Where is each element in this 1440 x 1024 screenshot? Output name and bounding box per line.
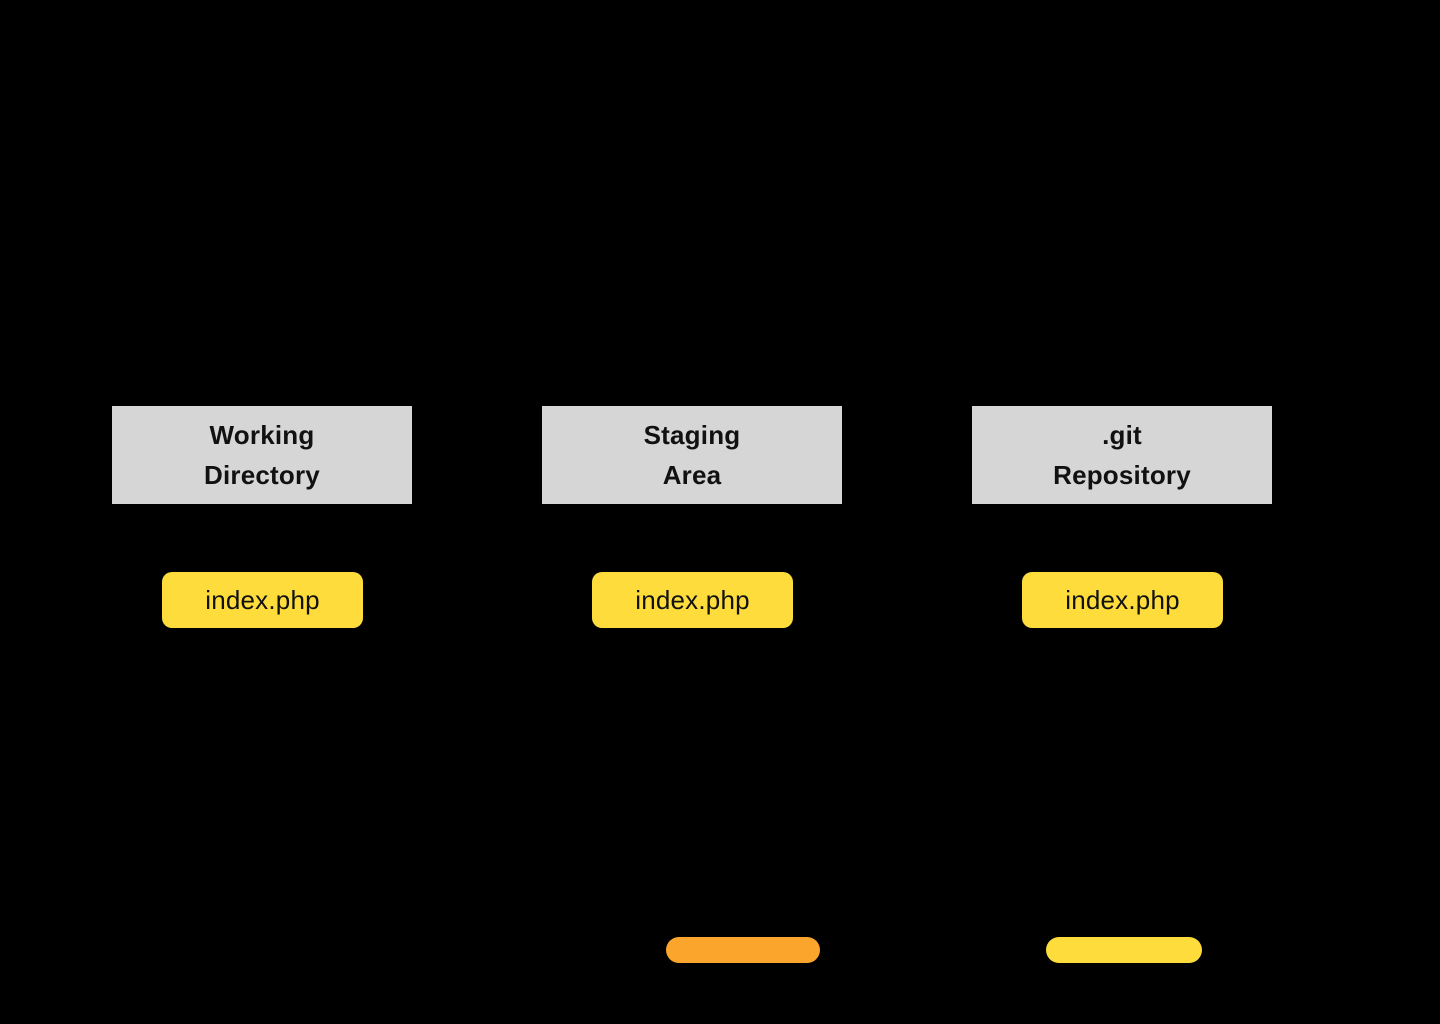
area-column-staging-area: Staging Area index.php <box>542 0 842 1024</box>
file-chip-label: index.php <box>205 585 320 615</box>
file-chip-label: index.php <box>635 585 750 615</box>
area-title-line-1: .git <box>1102 420 1142 450</box>
marker-bar-yellow <box>1046 937 1202 963</box>
file-chip-staging-area[interactable]: index.php <box>592 572 793 628</box>
file-chip-git-repository[interactable]: index.php <box>1022 572 1223 628</box>
area-title-line-1: Working <box>209 420 315 450</box>
area-header-staging-area: Staging Area <box>542 406 842 504</box>
area-title-line-2: Directory <box>204 460 320 490</box>
marker-bar-orange <box>666 937 820 963</box>
area-title-line-2: Area <box>662 460 722 490</box>
area-title-line-1: Staging <box>643 420 741 450</box>
area-header-working-directory: Working Directory <box>112 406 412 504</box>
area-column-git-repository: .git Repository index.php <box>972 0 1272 1024</box>
file-chip-working-directory[interactable]: index.php <box>162 572 363 628</box>
area-header-git-repository: .git Repository <box>972 406 1272 504</box>
area-column-working-directory: Working Directory index.php <box>112 0 412 1024</box>
file-chip-label: index.php <box>1065 585 1180 615</box>
area-title-line-2: Repository <box>1053 460 1191 490</box>
